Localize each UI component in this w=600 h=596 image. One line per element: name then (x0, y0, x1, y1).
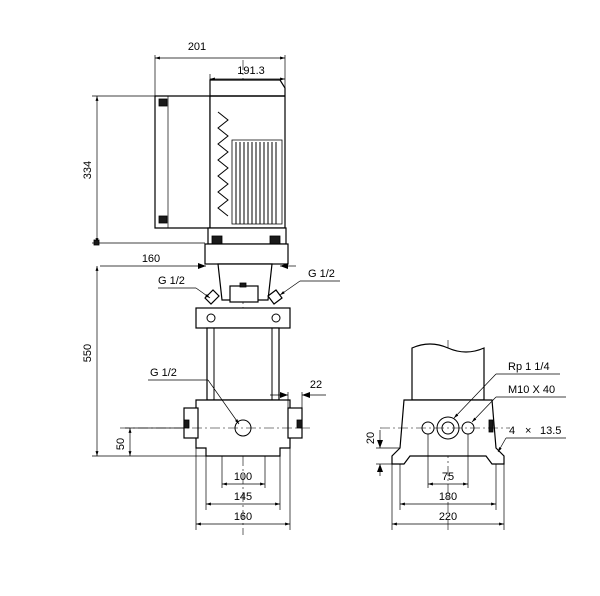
dim-160-upper: 160 (100, 253, 296, 269)
motor-terminal-box (154, 95, 211, 229)
side-dim-base: 75 180 220 (391, 434, 505, 530)
dim-201: 201 (154, 41, 286, 96)
dim-145-text: 145 (234, 491, 252, 503)
dim-550-text: 550 (82, 344, 94, 362)
side-view: Rp 1 1/4 M10 X 40 4 × 13.5 20 (365, 340, 566, 530)
connection-text: Rp 1 1/4 (508, 361, 550, 373)
dim-22-text: 22 (310, 379, 322, 391)
dim-20: 20 (365, 430, 400, 476)
holes-times-text: × (525, 425, 531, 437)
motor-body (209, 79, 286, 229)
dim-50: 50 (115, 427, 184, 456)
dim-160-lower-text: 160 (234, 511, 252, 523)
vent-left-text: G 1/2 (158, 275, 185, 287)
pump-sleeve (206, 327, 280, 401)
dim-100-text: 100 (234, 471, 252, 483)
dim-220-text: 220 (439, 511, 457, 523)
dim-22: 22 (270, 379, 326, 408)
vent-plug-left (204, 289, 220, 305)
dim-334: 334 (82, 95, 205, 246)
vent-plug-right (267, 289, 283, 305)
front-view: 201 191.3 334 160 G 1/2 (82, 41, 340, 535)
dim-334-text: 334 (82, 161, 94, 179)
pump-base (120, 399, 310, 457)
motor-flange (207, 227, 287, 245)
dim-50-text: 50 (115, 438, 127, 450)
dim-180-text: 180 (439, 491, 457, 503)
side-base (380, 399, 510, 465)
dim-201-text: 201 (188, 41, 206, 53)
side-sleeve (411, 343, 485, 401)
vent-right-text: G 1/2 (308, 268, 335, 280)
dim-160-upper-text: 160 (142, 253, 160, 265)
drain-text: G 1/2 (150, 367, 177, 379)
holes-count-text: 4 (509, 425, 515, 437)
pump-head (195, 307, 291, 329)
dim-base: 100 145 160 (195, 448, 291, 530)
label-bolt: M10 X 40 (471, 384, 566, 423)
label-drain: G 1/2 (148, 367, 240, 425)
bolt-text: M10 X 40 (508, 384, 555, 396)
label-holes: 4 × 13.5 (497, 425, 566, 453)
coupling-housing (204, 243, 289, 303)
label-vent-left: G 1/2 (158, 275, 211, 299)
dim-20-text: 20 (365, 432, 377, 444)
dim-550: 550 (82, 266, 206, 457)
dim-191-text: 191.3 (237, 65, 265, 77)
dim-75-text: 75 (442, 471, 454, 483)
dim-191: 191.3 (209, 65, 285, 81)
label-vent-right: G 1/2 (279, 268, 340, 296)
holes-diameter-text: 13.5 (540, 425, 561, 437)
label-connection: Rp 1 1/4 (453, 361, 560, 419)
